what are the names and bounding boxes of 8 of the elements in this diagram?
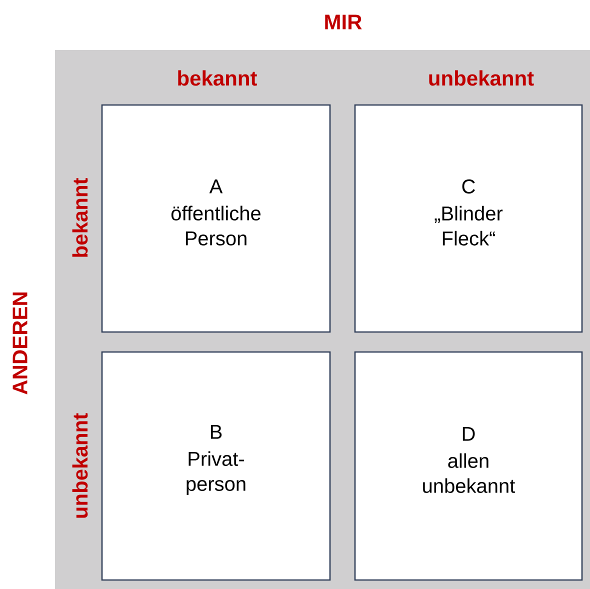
axis-label: bekannt	[178, 70, 257, 86]
axis-label: MIR	[325, 14, 362, 30]
axis-label: ANDEREN	[12, 292, 28, 394]
quadrant-box: B Privat- person	[101, 351, 331, 581]
quadrant-box: D allen unbekannt	[354, 351, 583, 581]
quadrant-box: A öffentliche Person	[101, 104, 331, 333]
axis-label: unbekannt	[429, 70, 534, 86]
quadrant-box: C „Blinder Fleck“	[354, 104, 583, 333]
